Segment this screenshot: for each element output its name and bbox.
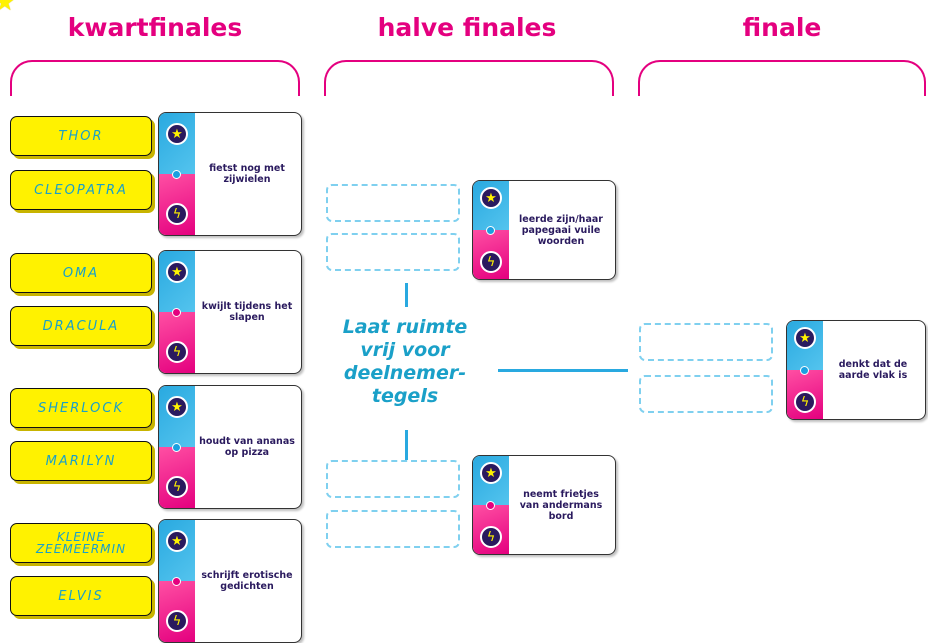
round-title-final: finale xyxy=(742,13,822,42)
round-title-semifinals: halve finales xyxy=(377,13,557,42)
connector-line xyxy=(405,430,408,460)
player-name: SHERLOCK xyxy=(38,400,124,416)
star-icon: ★ xyxy=(480,187,502,209)
star-icon: ★ xyxy=(166,396,188,418)
card-text: houdt van ananas op pizza xyxy=(199,436,295,458)
player-tile[interactable]: CLEOPATRA xyxy=(10,170,152,210)
dot-icon xyxy=(486,501,495,510)
challenge-card[interactable]: ★ ϟ denkt dat de aarde vlak is xyxy=(786,320,926,420)
star-icon: ★ xyxy=(166,123,188,145)
player-name: MARILYN xyxy=(45,453,117,469)
round-title-quarterfinals: kwartfinales xyxy=(67,13,243,42)
player-tile[interactable]: KLEINE ZEEMEERMIN xyxy=(10,523,152,563)
player-tile[interactable]: DRACULA xyxy=(10,306,152,346)
challenge-card[interactable]: ★ ϟ kwijlt tijdens het slapen xyxy=(158,250,302,374)
connector-line xyxy=(498,369,628,372)
player-name: THOR xyxy=(58,128,104,144)
connector-line xyxy=(405,283,408,307)
dot-icon xyxy=(172,577,181,586)
bracket-semifinals xyxy=(324,60,614,96)
empty-player-slot[interactable] xyxy=(326,460,460,498)
dot-icon xyxy=(172,443,181,452)
lightning-icon: ϟ xyxy=(166,610,188,632)
empty-player-slot[interactable] xyxy=(326,510,460,548)
lightning-icon: ϟ xyxy=(166,203,188,225)
bracket-final xyxy=(638,60,926,96)
player-tile[interactable]: ELVIS xyxy=(10,576,152,616)
card-text: kwijlt tijdens het slapen xyxy=(201,301,293,323)
empty-player-slot[interactable] xyxy=(639,323,773,361)
dot-icon xyxy=(800,366,809,375)
lightning-icon: ϟ xyxy=(794,391,816,413)
dot-icon xyxy=(172,308,181,317)
dot-icon xyxy=(486,226,495,235)
card-text: fietst nog met zijwielen xyxy=(209,163,285,185)
challenge-card[interactable]: ★ ϟ leerde zijn/haar papegaai vuile woor… xyxy=(472,180,616,280)
player-tile[interactable]: OMA xyxy=(10,253,152,293)
bracket-quarterfinals xyxy=(10,60,300,96)
challenge-card[interactable]: ★ ϟ fietst nog met zijwielen xyxy=(158,112,302,236)
empty-player-slot[interactable] xyxy=(326,184,460,222)
star-icon: ★ xyxy=(166,530,188,552)
card-text: leerde zijn/haar papegaai vuile woorden xyxy=(519,213,603,247)
star-icon: ★ xyxy=(480,462,502,484)
player-tile[interactable]: THOR xyxy=(10,116,152,156)
player-name: ELVIS xyxy=(58,588,104,604)
dot-icon xyxy=(172,170,181,179)
lightning-icon: ϟ xyxy=(480,526,502,548)
lightning-icon: ϟ xyxy=(166,341,188,363)
star-icon: ★ xyxy=(166,261,188,283)
empty-player-slot[interactable] xyxy=(326,233,460,271)
player-tile[interactable]: MARILYN xyxy=(10,441,152,481)
challenge-card[interactable]: ★ ϟ schrijft erotische gedichten xyxy=(158,519,302,643)
star-icon: ★ xyxy=(794,327,816,349)
player-name: OMA xyxy=(62,265,100,281)
instruction-note: Laat ruimte vrij voor deelnemer-tegels xyxy=(342,316,468,407)
card-text: schrijft erotische gedichten xyxy=(201,570,293,592)
lightning-icon: ϟ xyxy=(480,251,502,273)
corner-star-icon: ★ xyxy=(0,0,16,16)
empty-player-slot[interactable] xyxy=(639,375,773,413)
player-name: CLEOPATRA xyxy=(34,182,128,198)
player-tile[interactable]: SHERLOCK xyxy=(10,388,152,428)
card-text: denkt dat de aarde vlak is xyxy=(838,359,908,381)
player-name: KLEINE ZEEMEERMIN xyxy=(35,530,127,556)
player-name: DRACULA xyxy=(42,318,120,334)
lightning-icon: ϟ xyxy=(166,476,188,498)
card-text: neemt frietjes van andermans bord xyxy=(519,488,603,522)
challenge-card[interactable]: ★ ϟ houdt van ananas op pizza xyxy=(158,385,302,509)
challenge-card[interactable]: ★ ϟ neemt frietjes van andermans bord xyxy=(472,455,616,555)
